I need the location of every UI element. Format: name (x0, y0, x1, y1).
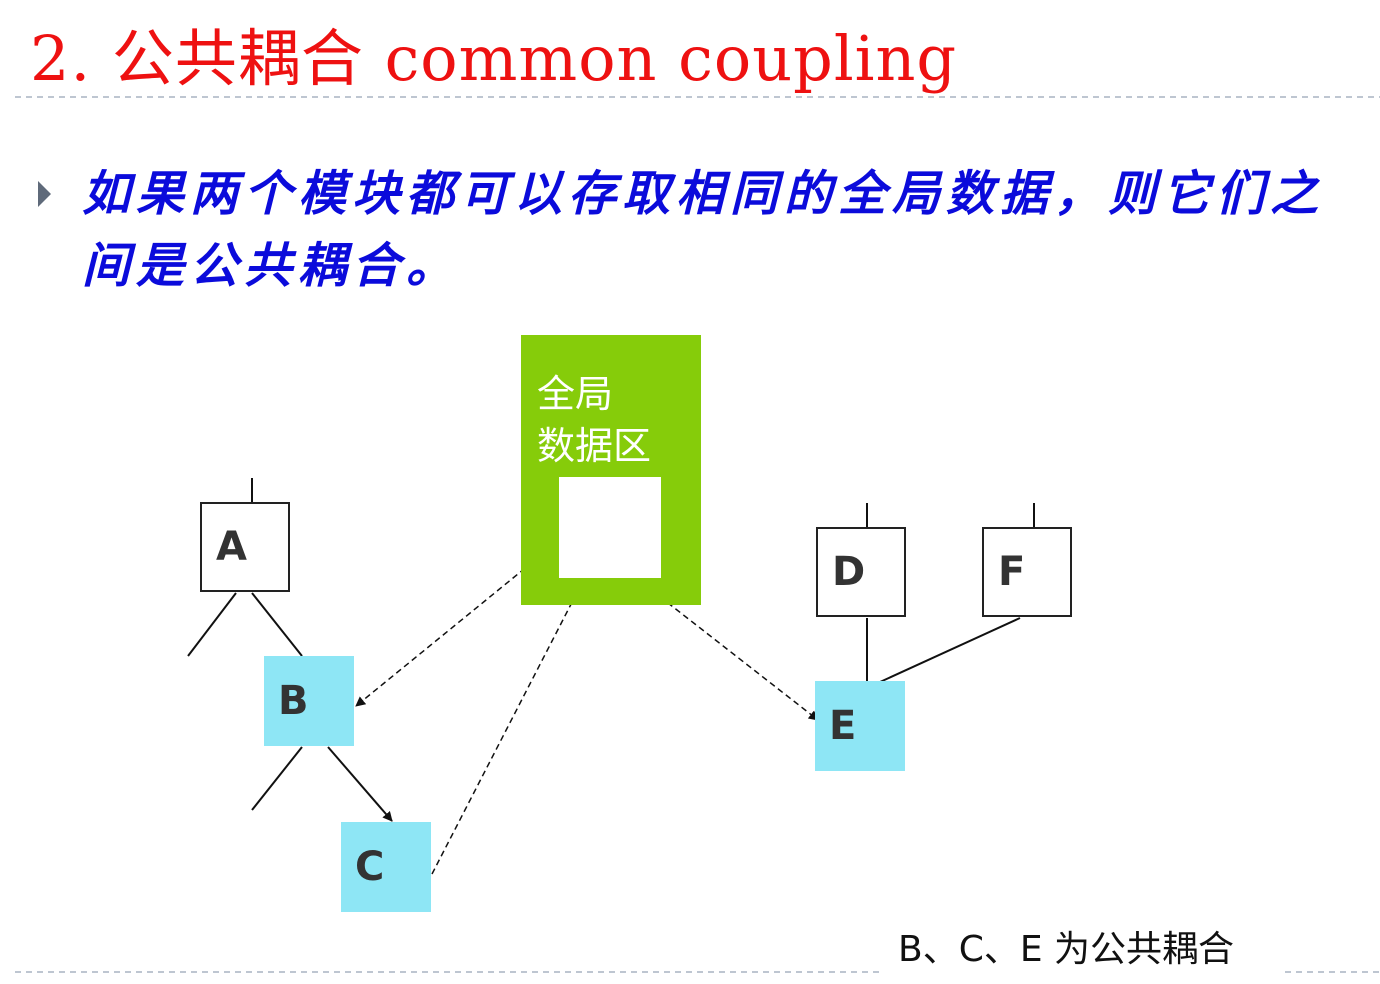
dashed-c-to-global (431, 578, 585, 875)
module-d: D (816, 527, 906, 617)
module-c: C (341, 822, 431, 912)
edge-a-b (251, 592, 303, 657)
module-f: F (982, 527, 1072, 617)
edge-b-c (327, 746, 393, 822)
edge-a-left (187, 592, 237, 657)
global-data-inner (559, 477, 661, 578)
edge-f-e (879, 617, 1021, 683)
module-e: E (815, 681, 905, 771)
global-data-label: 全局 数据区 (537, 368, 651, 472)
edge-b-left (251, 746, 303, 811)
global-label-line2: 数据区 (537, 424, 652, 468)
module-a: A (200, 502, 290, 592)
dashed-global-to-e (635, 577, 819, 721)
bullet-triangle-icon (38, 181, 51, 207)
bullet-text: 如果两个模块都可以存取相同的全局数据，则它们之间是公共耦合。 (82, 166, 1325, 294)
caption: B、C、E 为公共耦合 (898, 929, 1235, 970)
module-b: B (264, 656, 354, 746)
global-label-line1: 全局 (537, 372, 614, 416)
slide-title: 2. 公共耦合 common coupling (30, 22, 958, 95)
